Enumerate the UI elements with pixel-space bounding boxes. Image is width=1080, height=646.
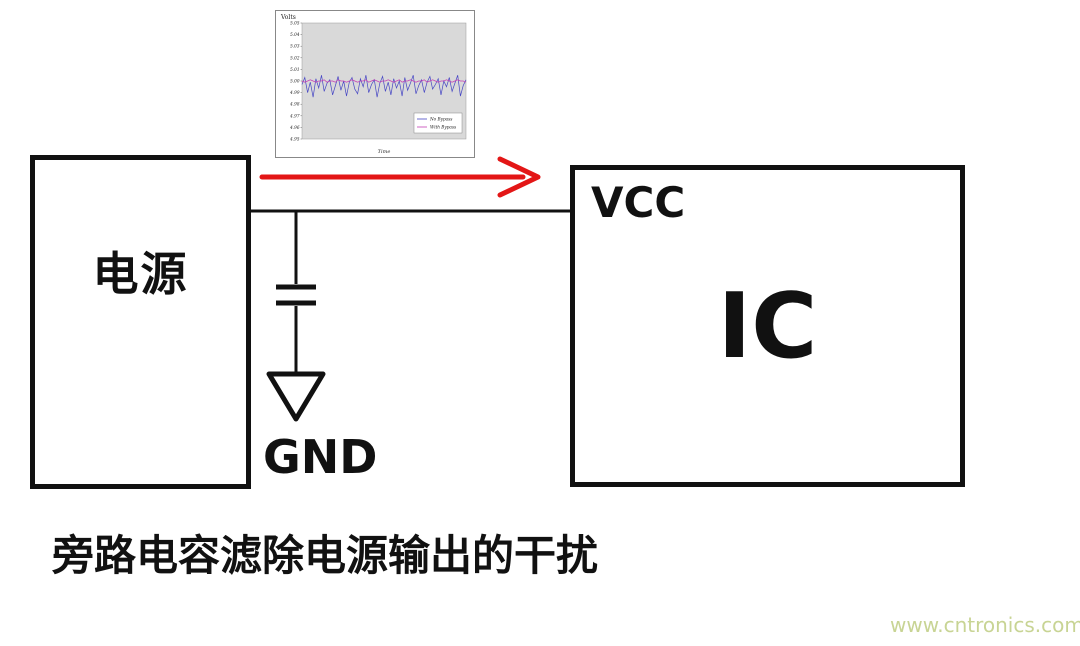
bypass-capacitor (276, 211, 316, 374)
ic-label: IC (717, 274, 818, 379)
gnd-label: GND (263, 430, 378, 484)
svg-text:4.95: 4.95 (289, 137, 300, 142)
ground-symbol (266, 371, 326, 422)
svg-text:4.99: 4.99 (289, 90, 300, 95)
svg-text:5.01: 5.01 (290, 67, 299, 72)
svg-text:5.02: 5.02 (290, 55, 300, 60)
svg-text:5.00: 5.00 (290, 79, 300, 84)
svg-text:No Bypass: No Bypass (429, 117, 452, 122)
power-supply-box: 电源 (30, 155, 251, 489)
svg-text:5.04: 5.04 (290, 32, 300, 37)
svg-text:4.96: 4.96 (289, 125, 300, 130)
power-supply-label: 电源 (92, 247, 189, 301)
caption: 旁路电容滤除电源输出的干扰 (52, 531, 599, 580)
svg-text:Volts: Volts (280, 14, 296, 21)
watermark: www.cntronics.com (890, 613, 1080, 637)
svg-text:4.98: 4.98 (289, 102, 300, 107)
svg-text:Time: Time (378, 149, 391, 155)
interference-arrow (259, 156, 541, 198)
svg-text:With Bypass: With Bypass (430, 125, 456, 130)
svg-text:5.05: 5.05 (290, 21, 300, 26)
svg-text:4.97: 4.97 (289, 113, 300, 118)
vcc-label: VCC (591, 178, 686, 227)
svg-text:5.03: 5.03 (290, 44, 300, 49)
ic-box: VCC IC (570, 165, 965, 487)
